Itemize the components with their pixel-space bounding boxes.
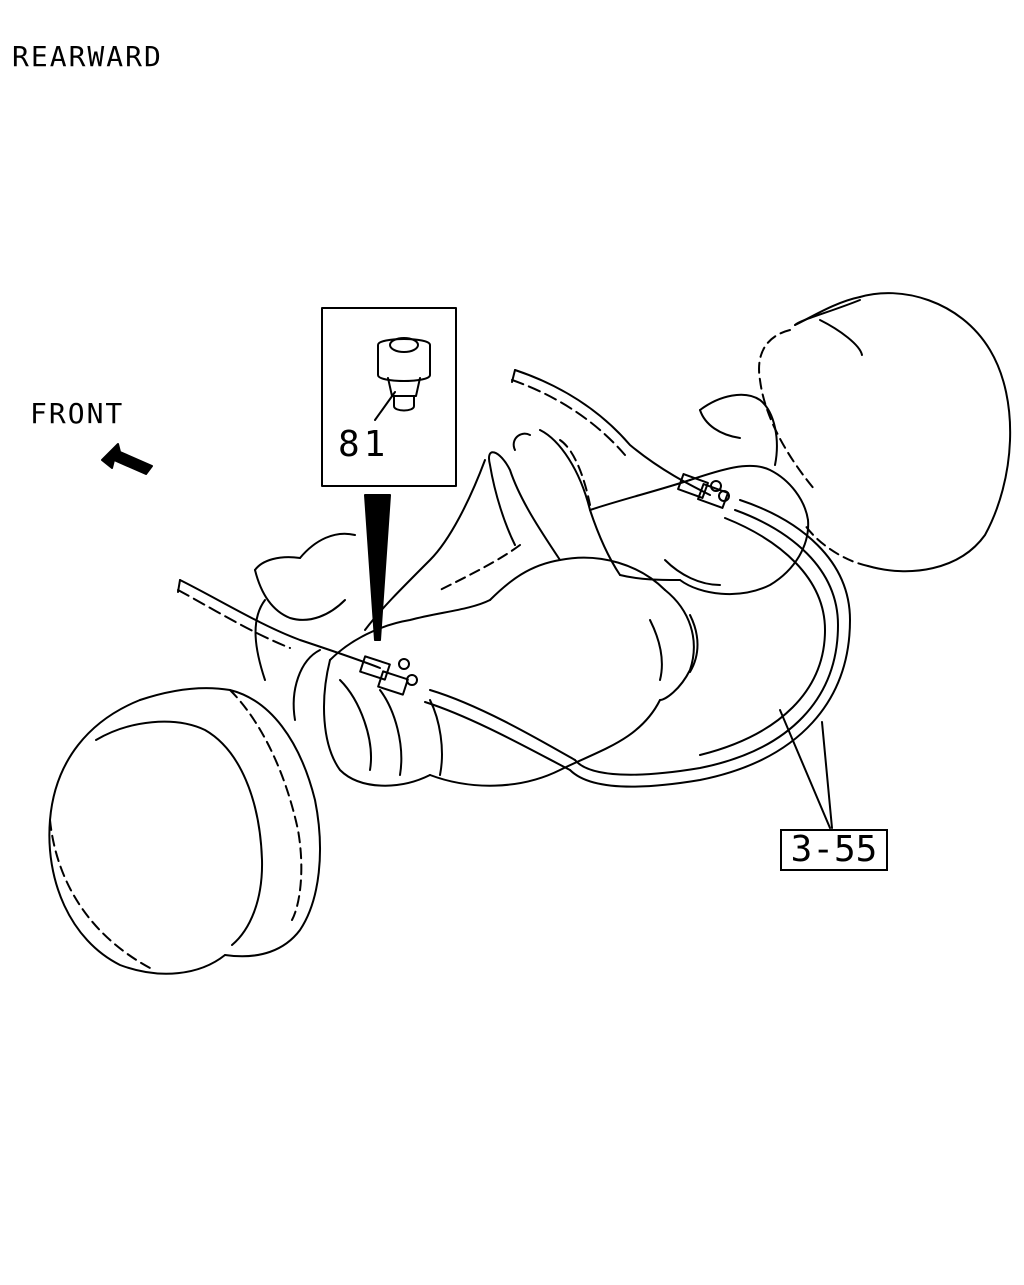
pipe-fittings	[359, 473, 730, 696]
left-brake-drum	[48, 687, 321, 975]
reference-box-3-55[interactable]: 3-55	[780, 829, 888, 871]
page-title: REARWARD	[12, 40, 163, 73]
inset-box	[321, 307, 457, 487]
leader-81	[374, 391, 396, 421]
right-brake-drum	[758, 292, 1012, 573]
fitting-icon	[377, 337, 431, 412]
front-direction-label: FRONT	[30, 397, 125, 430]
reference-leaders	[779, 709, 833, 829]
brake-pipes	[177, 369, 851, 788]
inset-leader	[364, 494, 391, 641]
part-number-81[interactable]: 81	[338, 424, 390, 465]
direction-arrow-icon	[101, 443, 153, 475]
